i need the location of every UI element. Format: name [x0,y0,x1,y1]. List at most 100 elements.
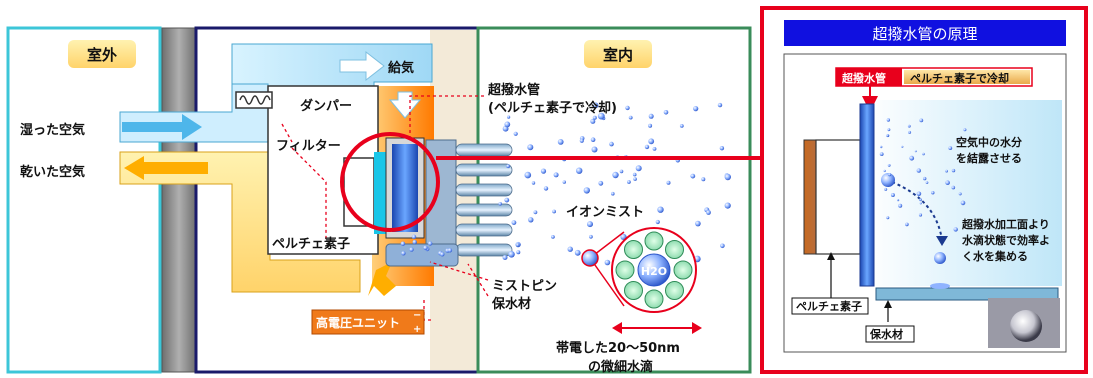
droplet-path-arrow [936,236,948,246]
water-molecule [665,281,684,300]
droplet [562,180,566,184]
droplet [717,102,723,108]
droplet [701,177,706,182]
droplet [401,251,406,256]
droplet [612,171,619,179]
tube-tag-left [836,68,902,86]
droplet [604,259,611,266]
droplet [951,168,956,173]
droplet [922,152,925,156]
droplet [632,172,637,177]
droplet [625,105,630,111]
water-molecule [624,281,643,300]
droplet [887,164,891,167]
droplet [557,139,564,145]
condensation-droplets [879,118,967,232]
droplet-pool [930,283,950,289]
droplet [589,234,593,239]
dry-air-label: 乾いた空気 [20,164,85,180]
droplet-large [881,173,895,187]
droplet [888,173,892,177]
filter-coil [235,91,273,109]
droplet [925,181,929,184]
h2o-cluster [581,227,697,313]
droplet-size-line1: 帯電した20～50nm [556,340,680,356]
outdoor-panel [6,26,162,374]
dry-air-arrow [124,156,208,180]
droplet [897,199,900,202]
collect-line1: 超撥水加工面より [961,217,1050,231]
droplet [945,169,948,173]
droplet [574,249,581,256]
droplet [508,251,515,258]
droplet [447,248,453,253]
droplet [528,217,534,223]
outdoor-label: 室外 [87,46,117,64]
droplet [948,146,953,151]
principle-retainer [875,287,1059,301]
water-molecule [644,289,664,309]
droplet [919,202,922,205]
principle-retainer-label: 保水材 [869,327,903,341]
droplet [504,197,510,203]
droplet [579,138,584,143]
droplet [880,145,883,149]
h2o-label: H2O [641,265,667,278]
mist-pins [385,139,513,267]
principle-peltier-face [815,139,861,255]
droplet [506,164,510,169]
droplet [958,192,962,196]
droplet [960,200,966,206]
droplet [587,221,593,228]
ion-mist-droplets [400,102,731,266]
droplet [440,252,445,257]
droplet [609,141,614,147]
droplet [597,112,605,120]
droplet [679,124,684,128]
droplet [908,130,912,134]
droplet [916,168,921,173]
droplet [590,137,596,142]
principle-title-bar [784,20,1066,46]
droplet [907,124,911,128]
plus-sign: + [413,324,421,335]
droplet [591,146,598,153]
condense-line2: を結露させる [956,151,1022,165]
droplet [923,176,927,181]
droplet [592,115,597,120]
droplet [633,177,637,181]
droplet [648,138,655,145]
droplet [886,134,889,137]
water-molecule [624,240,643,259]
size-arrow [612,322,702,334]
wall [161,27,197,373]
droplet [724,202,731,209]
droplet [619,169,624,174]
droplet [627,180,631,184]
droplet-sphere [1010,310,1042,342]
indoor-panel [476,26,752,374]
water-molecule [644,231,664,251]
filter-label: フィルター [276,139,341,154]
highlight-circle [340,132,440,232]
ion-mist-label: イオンミスト [566,205,644,220]
droplet [428,241,433,246]
droplet [507,115,511,119]
supply-air-label: 給気 [388,60,414,76]
droplet [890,193,895,197]
principle-tube-tag-note: ペルチェ素子で冷却 [910,71,1009,85]
droplet [898,203,903,208]
humid-air-label: 湿った空気 [20,122,85,138]
droplet [504,121,511,128]
tube-label-line1: 超撥水管 [488,82,540,98]
droplet [663,110,669,115]
droplet [590,118,596,124]
droplet [690,173,696,179]
principle-tube-tag: 超撥水管 [841,71,886,85]
droplet [657,206,664,213]
droplet [724,173,731,181]
principle-peltier-label-box [791,297,869,315]
droplet [951,185,956,190]
droplet [553,172,559,178]
droplet [511,220,517,226]
